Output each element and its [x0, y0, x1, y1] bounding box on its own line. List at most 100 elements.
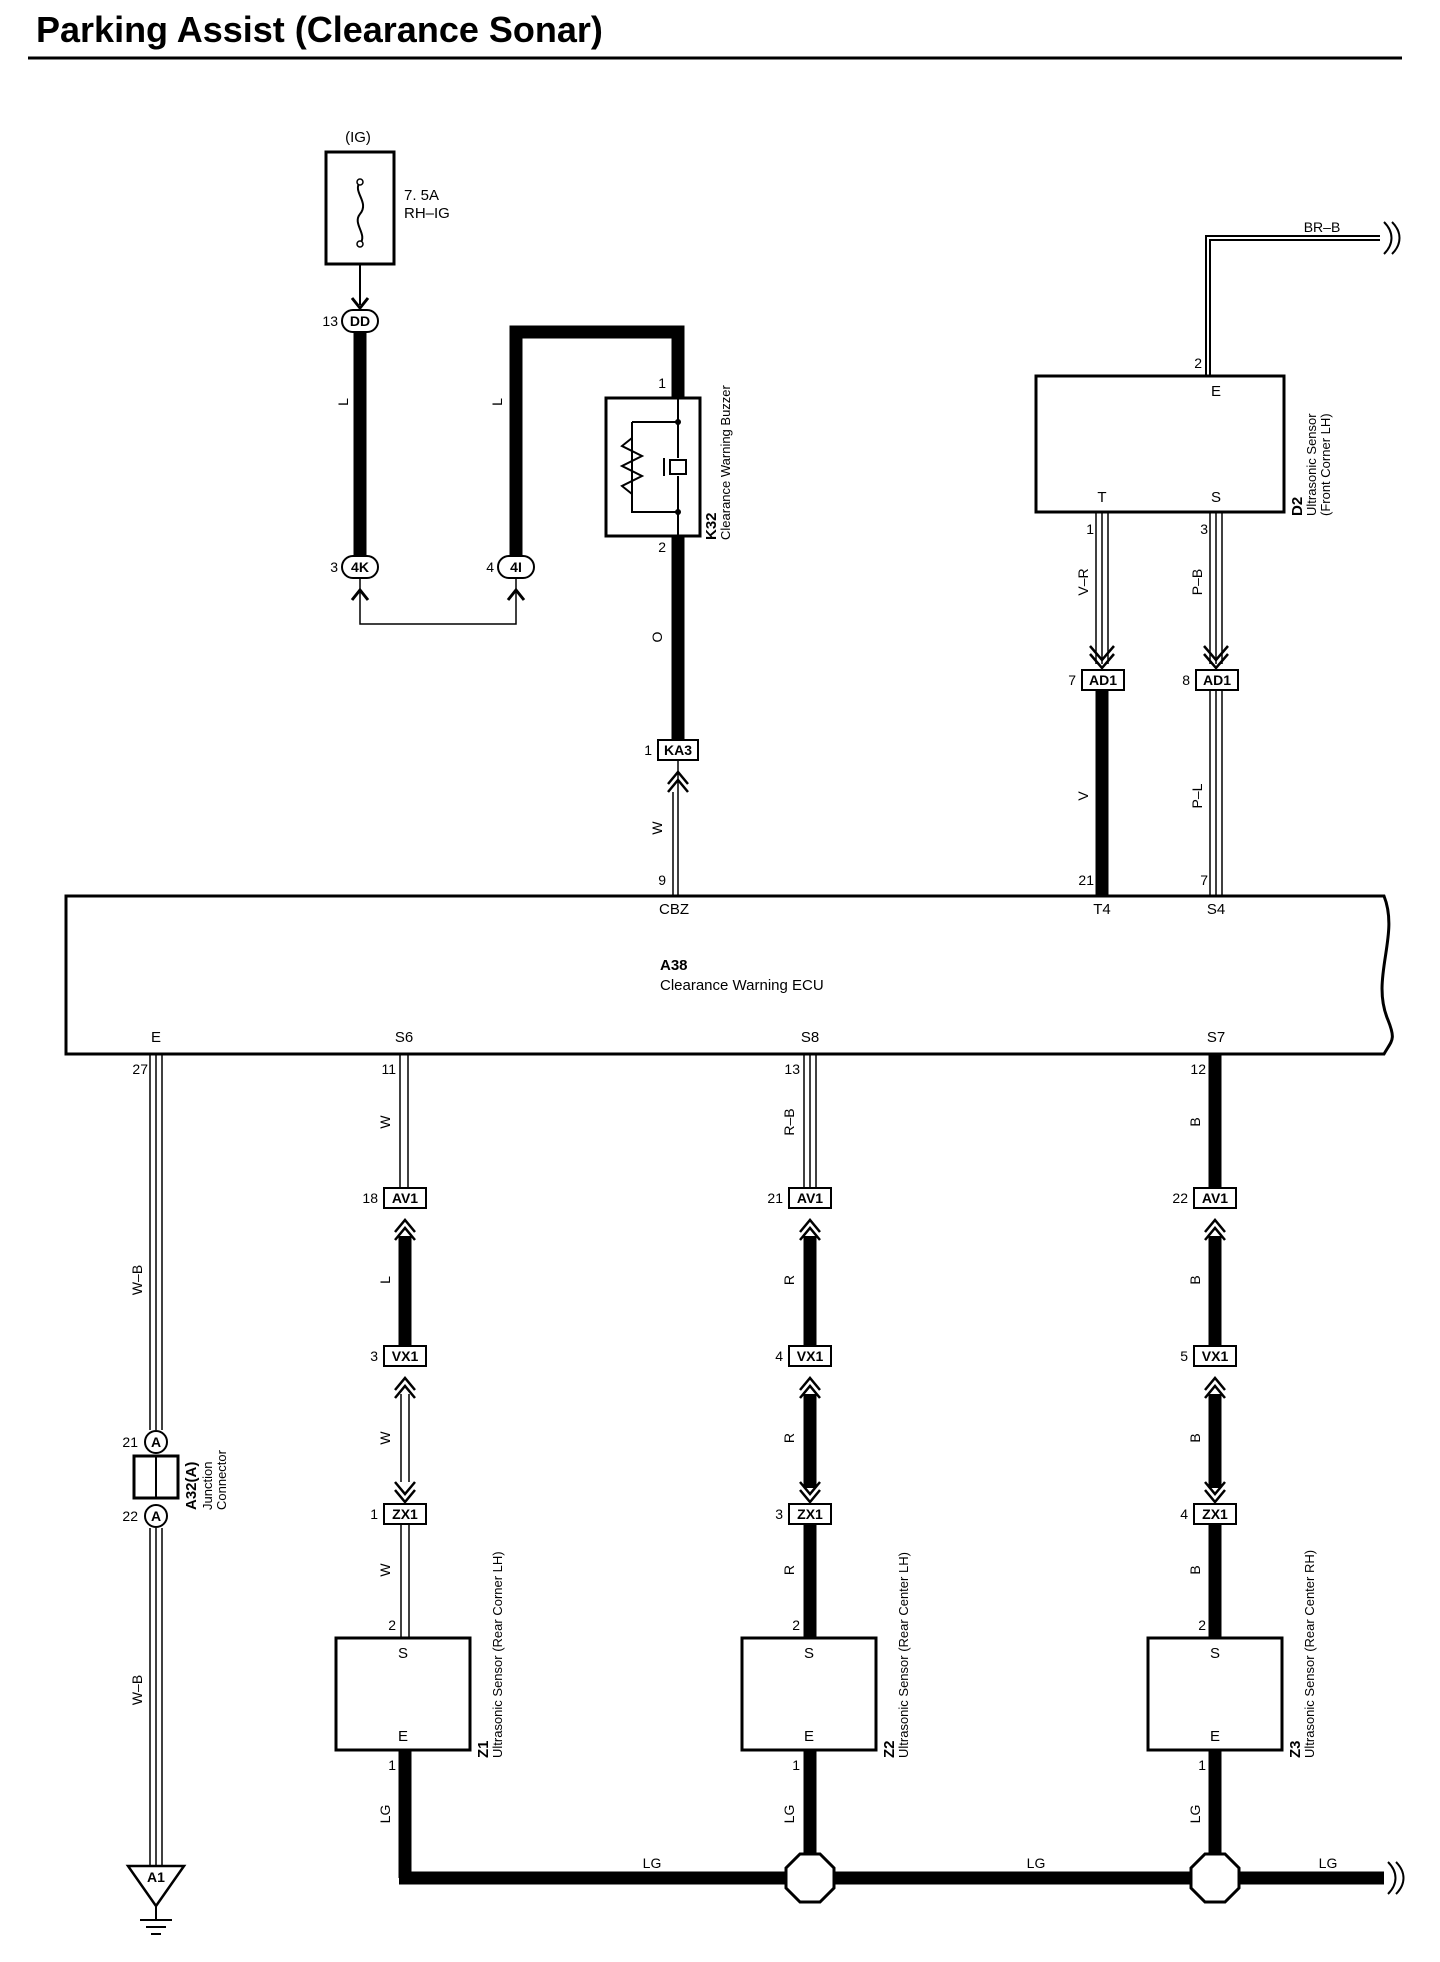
wire-color-label: O — [649, 631, 665, 642]
front-sensor-d2: E T S D2 Ultrasonic Sensor (Front Corner… — [1034, 374, 1333, 516]
pin-number: 3 — [775, 1506, 783, 1522]
z1-code: Z1 — [475, 1740, 492, 1758]
continuation-icon — [1391, 221, 1401, 255]
d2-box — [1034, 374, 1286, 514]
ground-code: A1 — [147, 1869, 165, 1885]
pin-number: 13 — [322, 313, 338, 329]
arrow-icon — [1204, 1218, 1226, 1241]
wire-color-label: B — [1187, 1433, 1203, 1442]
connector-4i-label: 4I — [510, 559, 522, 575]
splice-icon — [1189, 1852, 1241, 1904]
pin-number: 1 — [658, 375, 666, 391]
z3-name: Ultrasonic Sensor (Rear Center RH) — [1302, 1550, 1317, 1758]
wire-color-label: P–B — [1189, 569, 1205, 595]
wire-color-label: W — [377, 1431, 393, 1445]
connector-av1 — [383, 1187, 427, 1209]
wire-color-label: R–B — [781, 1108, 797, 1135]
wire-w-b — [149, 1054, 163, 1430]
pin-number: 2 — [1198, 1617, 1206, 1633]
junction-letter: A — [151, 1508, 161, 1524]
pin-number: 1 — [1086, 521, 1094, 537]
wire-color-label: LG — [643, 1855, 662, 1871]
pin-number: 12 — [1190, 1061, 1206, 1077]
junction-code: A32(A) — [183, 1462, 200, 1510]
wire-color-label: LG — [1187, 1805, 1203, 1824]
connector-4k-label: 4K — [351, 559, 369, 575]
pin-number: 3 — [330, 559, 338, 575]
buzzer-code: K32 — [703, 512, 720, 540]
ecu-name: Clearance Warning ECU — [660, 977, 824, 994]
connector-vx1 — [788, 1345, 832, 1367]
connector-zx1 — [383, 1503, 427, 1525]
pin-number: 7 — [1068, 672, 1076, 688]
ecu-box — [64, 894, 1394, 1056]
wire-color-label: R — [781, 1565, 797, 1575]
buzzer-circuit — [631, 398, 679, 536]
connector-vx1 — [383, 1345, 427, 1367]
terminal-label: S — [804, 1645, 814, 1662]
wire-br-b-inner — [1207, 237, 1380, 376]
pin-number: 2 — [1194, 355, 1202, 371]
terminal-label: T — [1097, 489, 1106, 506]
fuse-terminal-icon — [356, 178, 364, 186]
wire-color-label: B — [1187, 1565, 1203, 1574]
wire-color-label: V–R — [1075, 568, 1091, 595]
wire-p-b — [1209, 512, 1223, 664]
buzzer-k32: 1 K32 Clearance Warning Buzzer 2 — [604, 375, 733, 555]
terminal-label: S — [1210, 1645, 1220, 1662]
z3-box — [1146, 1636, 1284, 1752]
junction-dot — [675, 419, 681, 425]
wire-loop — [359, 578, 517, 625]
connector-ad1 — [1195, 669, 1239, 691]
arrow-icon — [1204, 1376, 1226, 1399]
arrow-icon — [394, 1481, 416, 1504]
pin-number: 21 — [122, 1434, 138, 1450]
connector-vx1 — [1193, 1345, 1237, 1367]
terminal-label: S — [398, 1645, 408, 1662]
wire-color-label: LG — [1319, 1855, 1338, 1871]
pin-number: 1 — [370, 1506, 378, 1522]
wire-color-label: W–B — [129, 1265, 145, 1295]
z1-name: Ultrasonic Sensor (Rear Corner LH) — [490, 1551, 505, 1758]
pin-number: 3 — [1200, 521, 1208, 537]
terminal-label: E — [398, 1728, 408, 1745]
wire-color-label: W — [377, 1115, 393, 1129]
continuation-icon — [1387, 1861, 1397, 1895]
arrow-icon — [799, 1481, 821, 1504]
wire-color-label: R — [781, 1433, 797, 1443]
ground-triangle — [125, 1864, 187, 1909]
wire-l — [509, 325, 685, 556]
pin-number: 4 — [775, 1348, 783, 1364]
wire-p-l — [1209, 690, 1223, 896]
wire-r-b — [803, 1054, 817, 1188]
terminal-label: S — [1211, 489, 1221, 506]
terminal-label: E — [1210, 1728, 1220, 1745]
fuse-name: RH–IG — [404, 205, 450, 222]
splice-icon — [784, 1852, 836, 1904]
pin-number: 7 — [1200, 872, 1208, 888]
ecu-code: A38 — [660, 957, 688, 974]
wire-v-r — [1095, 512, 1109, 664]
pin-number: 21 — [767, 1190, 783, 1206]
wire-color-label: L — [377, 1276, 393, 1284]
arrow-icon — [799, 1218, 821, 1241]
junction-letter: A — [151, 1434, 161, 1450]
z2-box — [740, 1636, 878, 1752]
terminal-label: CBZ — [659, 901, 689, 918]
pin-number: 4 — [486, 559, 494, 575]
z2-name: Ultrasonic Sensor (Rear Center LH) — [896, 1552, 911, 1758]
wire-color-label: LG — [781, 1805, 797, 1824]
junction-line2: Connector — [214, 1449, 229, 1510]
arrow-icon — [506, 587, 526, 601]
wire-color-label: V — [1075, 791, 1091, 801]
z1-box — [334, 1636, 472, 1752]
wire-color-label: W–B — [129, 1675, 145, 1705]
terminal-label: E — [1211, 383, 1221, 400]
connector-zx1-label: ZX1 — [797, 1506, 823, 1522]
resistor-icon — [619, 437, 645, 495]
connector-vx1-label: VX1 — [1202, 1348, 1229, 1364]
wire-color-label: W — [377, 1563, 393, 1577]
terminal-label: S4 — [1207, 901, 1225, 918]
junction-dot — [675, 509, 681, 515]
